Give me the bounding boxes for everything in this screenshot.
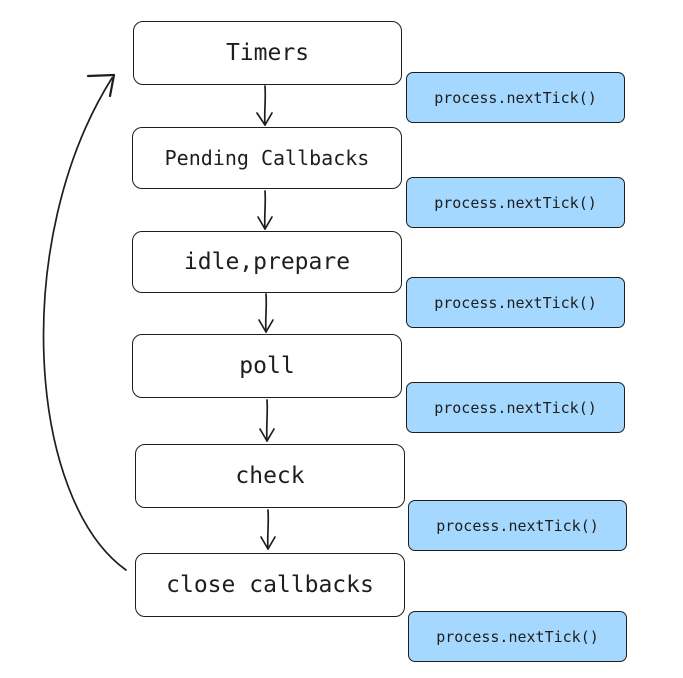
phase-pending-callbacks: Pending Callbacks	[132, 127, 402, 189]
next-tick-box: process.nextTick()	[408, 611, 627, 662]
next-tick-box: process.nextTick()	[406, 382, 625, 433]
arrow-idle-to-poll	[258, 293, 274, 333]
next-tick-label: process.nextTick()	[434, 398, 597, 417]
arrow-check-to-close	[260, 509, 276, 550]
phase-label: idle,prepare	[183, 249, 351, 275]
arrow-timers-to-pending	[256, 85, 273, 126]
phase-timers: Timers	[133, 21, 402, 85]
phase-label: check	[235, 463, 305, 489]
phase-close-callbacks: close callbacks	[135, 553, 405, 617]
next-tick-box: process.nextTick()	[406, 277, 625, 328]
next-tick-label: process.nextTick()	[436, 516, 599, 535]
arrow-loop-back	[42, 73, 127, 571]
arrow-pending-to-idle	[257, 190, 273, 230]
next-tick-label: process.nextTick()	[436, 627, 599, 646]
next-tick-box: process.nextTick()	[406, 177, 625, 228]
phase-label: poll	[239, 353, 295, 379]
phase-idle-prepare: idle,prepare	[132, 231, 402, 293]
phase-poll: poll	[132, 334, 402, 398]
phase-label: Timers	[225, 40, 310, 66]
next-tick-box: process.nextTick()	[406, 72, 625, 123]
next-tick-label: process.nextTick()	[434, 193, 597, 212]
phase-label: close callbacks	[166, 572, 374, 598]
arrow-poll-to-check	[259, 399, 275, 442]
phase-check: check	[135, 444, 405, 508]
next-tick-label: process.nextTick()	[434, 88, 597, 107]
next-tick-label: process.nextTick()	[434, 293, 597, 312]
next-tick-box: process.nextTick()	[408, 500, 627, 551]
phase-label: Pending Callbacks	[164, 146, 370, 170]
